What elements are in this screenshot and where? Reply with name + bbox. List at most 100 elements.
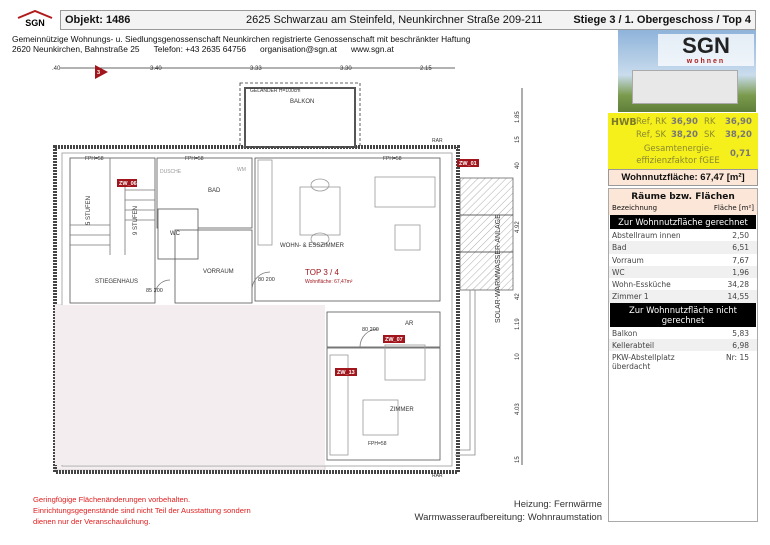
dim-top-3: 3.33 [250, 66, 262, 72]
label-vorraum: VORRAUM [203, 269, 234, 275]
fgee-label-2: effizienzfaktor fGEE [636, 156, 720, 166]
company-web[interactable]: www.sgn.at [350, 44, 394, 54]
room-area: 14,55 [727, 292, 749, 302]
fgee-label: Gesamtenergie- [643, 144, 713, 154]
room-name: Abstellraum innen [612, 231, 681, 240]
label-balkon: BALKON [290, 99, 314, 105]
tag-zw-13: ZW_13 [337, 370, 355, 376]
label-ar: AR [405, 321, 414, 327]
dim-top-5: 2.15 [420, 66, 432, 72]
door-size-vorraum-wohn: 80 200 [258, 277, 275, 283]
energy-hwb-box: HWB Ref, RK 36,90 RK 36,90 Ref, SK 38,20… [608, 113, 758, 169]
dim-right-2: 15 [515, 136, 521, 143]
warm-water-info: Warmwasseraufbereitung: Wohnraumstation [414, 512, 602, 523]
room-area: 34,28 [727, 280, 749, 290]
dim-right-1: 1.85 [515, 111, 521, 123]
label-bad: BAD [208, 188, 221, 194]
room-name: Kellerabteil [612, 341, 655, 351]
label-solar: SOLAR-WARMWASSER-ANLAGE [495, 214, 502, 323]
rk-value: 36,90 [725, 117, 752, 127]
room-area: Nr: 15 [725, 353, 749, 363]
header-bar: Objekt: 1486 2625 Schwarzau am Steinfeld… [60, 10, 756, 30]
wohnnutzflaeche-total: Wohnnutzfläche: 67,47 [m²] [608, 169, 758, 186]
room-name: Bad [612, 243, 627, 253]
objekt-number: Objekt: 1486 [65, 14, 131, 26]
energy-info: Heizung: Fernwärme Warmwasseraufbereitun… [380, 498, 602, 524]
label-wc: WC [170, 231, 181, 237]
ref-rk-value: 36,90 [671, 117, 698, 127]
sgn-logo: SGN [14, 9, 56, 32]
label-stufen-1: 5 STUFEN [86, 196, 92, 225]
tag-3: 3 [97, 70, 100, 76]
company-name: Gemeinnützige Wohnungs- u. Siedlungsgeno… [12, 34, 471, 44]
company-email[interactable]: organisation@sgn.at [260, 44, 337, 54]
company-info: Gemeinnützige Wohnungs- u. Siedlungsgeno… [12, 34, 470, 54]
room-name: Wohn-Essküche [612, 280, 671, 290]
label-zimmer: ZIMMER [390, 407, 414, 413]
rar-label-1: RAR [432, 138, 443, 144]
table-row: Zimmer 1 14,55 [609, 290, 757, 303]
dim-top-2: 3.40 [150, 66, 162, 72]
room-name: Balkon [612, 328, 638, 338]
dim-right-4: 4.92 [515, 221, 521, 233]
company-address: 2620 Neunkirchen, Bahnstraße 25 [12, 44, 140, 54]
unit-location: Stiege 3 / 1. Obergeschoss / Top 4 [573, 14, 751, 26]
dim-top-4: 3.30 [340, 66, 352, 72]
door-size-stiegenhaus: 85 200 [146, 288, 163, 294]
room-name: Zimmer 1 [612, 292, 649, 302]
dim-right-9: 15 [515, 456, 521, 463]
dim-right-8: 4.03 [515, 403, 521, 415]
section-not-counted: Zur Wohnnutzfläche nicht gerechnet [610, 302, 756, 327]
label-dusche: DUSCHE [160, 169, 182, 175]
room-name: WC [612, 267, 625, 277]
window-label-3: FPH=58 [383, 156, 402, 162]
label-stufen-2: 9 STUFEN [133, 206, 139, 235]
rar-label-2: RAR [432, 473, 443, 479]
rk-label: RK [704, 117, 716, 127]
room-area: 1,96 [732, 267, 749, 277]
ref-rk-label: Ref, RK [636, 117, 667, 127]
heating-info: Heizung: Fernwärme [513, 499, 602, 510]
label-wm: WM [237, 167, 246, 173]
hwb-label: HWB [611, 117, 637, 128]
window-label-2: FPH=58 [185, 156, 204, 162]
sk-label: SK [704, 130, 715, 140]
dim-top-1: .40 [52, 66, 61, 72]
note-line: Geringfügige Flächenänderungen vorbehalt… [33, 495, 191, 504]
dim-right-6: 1.19 [515, 318, 521, 330]
dim-right-7: 10 [515, 353, 521, 360]
ref-sk-label: Ref, SK [636, 130, 667, 140]
table-row: Kellerabteil 6,98 [609, 339, 757, 352]
table-row: WC 1,96 [609, 265, 757, 279]
table-row: Balkon 5,83 [609, 327, 757, 339]
room-area: 5,83 [732, 328, 749, 338]
room-area: 6,98 [732, 341, 749, 351]
room-area: 7,67 [732, 255, 749, 265]
property-address: 2625 Schwarzau am Steinfeld, Neunkirchne… [245, 14, 543, 26]
fgee-value: 0,71 [730, 149, 751, 159]
room-name: Vorraum [612, 255, 644, 265]
note-line: dienen nur der Veranschaulichung. [33, 517, 151, 526]
note-line: Einrichtungsgegenstände sind nicht Teil … [33, 506, 251, 515]
door-size-ar: 80 200 [362, 327, 379, 333]
dim-right-3: 40 [515, 162, 521, 169]
table-row: Wohn-Essküche 34,28 [609, 278, 757, 290]
sk-value: 38,20 [725, 130, 752, 140]
company-phone: Telefon: +43 2635 64756 [153, 44, 247, 54]
floor-plan: .40 3.40 3.33 3.30 2.15 1.85 15 40 4.92 … [52, 65, 523, 479]
svg-text:SGN: SGN [25, 18, 45, 28]
room-area: 6,51 [732, 243, 749, 253]
table-title: Räume bzw. Flächen [609, 189, 757, 203]
section-counted: Zur Wohnnutzfläche gerechnet [610, 215, 756, 229]
top-unit-area: Wohnfläche: 67,47m² [305, 279, 353, 285]
disclaimer-notes: Geringfügige Flächenänderungen vorbehalt… [33, 494, 251, 527]
col-header-area: Fläche [m²] [713, 204, 754, 212]
label-gelaender: GELÄNDER H=100cm [250, 87, 300, 94]
label-stiegenhaus: STIEGENHAUS [95, 279, 138, 285]
tag-zw-07: ZW_07 [385, 337, 403, 343]
